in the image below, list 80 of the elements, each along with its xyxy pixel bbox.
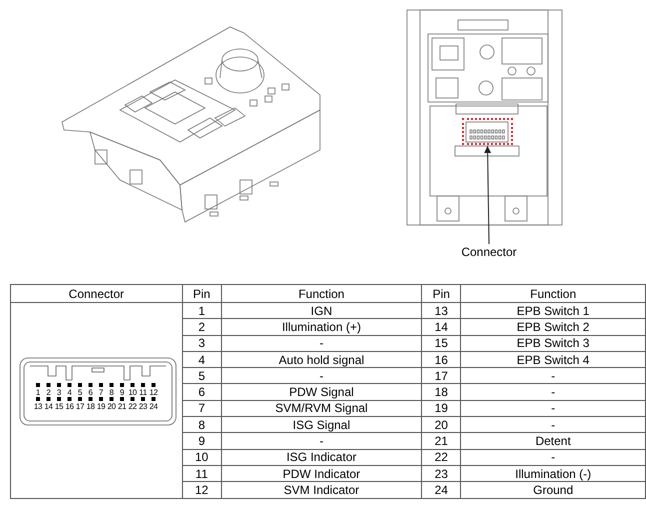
pin-number: 1 — [198, 304, 205, 318]
function-text: SVM Indicator — [284, 482, 360, 497]
pin-number: 14 — [434, 320, 448, 334]
pin-number: 2 — [198, 320, 205, 334]
function-text: ISG Signal — [292, 418, 350, 432]
pin-number: 3 — [56, 388, 62, 397]
function-text: - — [551, 385, 556, 400]
function-text: ISG Indicator — [286, 450, 356, 464]
pin-number: 16 — [434, 352, 448, 367]
column-header: Function — [298, 286, 344, 300]
pin-number: 20 — [106, 402, 117, 411]
pin-number: 18 — [434, 385, 448, 400]
function-text: EPB Switch 3 — [516, 336, 590, 350]
pin-number: 11 — [195, 466, 208, 481]
column-header: Pin — [432, 286, 450, 300]
pin-number: 6 — [198, 385, 205, 400]
function-text: EPB Switch 4 — [516, 352, 590, 367]
function-text: Ground — [533, 482, 574, 497]
pin-number: 3 — [198, 336, 205, 350]
pin-number: 20 — [434, 418, 448, 432]
function-text: Auto hold signal — [278, 352, 364, 367]
pin-number: 17 — [74, 402, 86, 411]
pin-number: 15 — [434, 336, 448, 350]
function-text: IGN — [310, 304, 332, 318]
function-text: - — [319, 368, 324, 383]
function-text: Detent — [535, 434, 571, 448]
pin-number: 6 — [87, 388, 94, 397]
pin-number: 1 — [34, 388, 42, 397]
function-text: EPB Switch 1 — [516, 304, 590, 318]
function-text: - — [551, 368, 556, 383]
pin-number: 12 — [148, 388, 159, 397]
pin-number: 11 — [138, 388, 148, 397]
pin-number: 19 — [434, 401, 448, 416]
pin-number: 10 — [194, 450, 208, 464]
pin-number: 12 — [194, 482, 208, 497]
pin-number: 9 — [198, 434, 205, 448]
pin-number: 24 — [434, 482, 448, 497]
pin-number: 13 — [32, 402, 44, 411]
pin-number: 14 — [43, 402, 54, 411]
pin-number: 18 — [85, 402, 96, 411]
pin-number: 21 — [116, 402, 128, 411]
pin-number: 23 — [434, 466, 448, 481]
pin-number: 9 — [118, 388, 126, 397]
pin-number: 5 — [198, 368, 205, 383]
column-header: Pin — [192, 286, 210, 300]
function-text: PDW Signal — [289, 385, 354, 400]
function-text: - — [319, 434, 324, 448]
connector-highlight — [462, 118, 513, 145]
pin-number: 22 — [434, 450, 448, 464]
pin-number: 21 — [434, 434, 448, 448]
function-text: - — [551, 418, 556, 432]
pin-number: 4 — [198, 352, 205, 367]
pin-number: 22 — [127, 402, 138, 411]
function-text: Illumination (-) — [515, 466, 592, 481]
pin-number: 7 — [98, 388, 104, 397]
column-header: Function — [530, 286, 576, 300]
function-text: EPB Switch 2 — [516, 320, 590, 334]
pin-number: 15 — [54, 402, 64, 411]
pin-number: 17 — [434, 368, 448, 383]
pin-number: 10 — [127, 388, 138, 397]
pin-number: 7 — [198, 401, 205, 416]
function-text: - — [319, 336, 324, 350]
pin-number: 19 — [96, 402, 106, 411]
pin-number: 24 — [148, 402, 159, 411]
part-label: Connector — [459, 244, 519, 260]
pin-number: 2 — [45, 388, 52, 397]
function-text: - — [551, 401, 556, 416]
pin-number: 23 — [138, 402, 148, 411]
function-text: Illumination (+) — [282, 320, 361, 334]
leader-line — [484, 146, 492, 244]
pin-number: 8 — [198, 418, 205, 432]
pin-number: 8 — [108, 388, 115, 397]
pin-number: 5 — [76, 388, 84, 397]
pin-number: 13 — [434, 304, 448, 318]
pin-number: 16 — [64, 402, 75, 411]
column-header: Connector — [68, 286, 124, 300]
function-text: SVM/RVM Signal — [275, 401, 368, 416]
function-text: PDW Indicator — [282, 466, 360, 481]
function-text: - — [551, 450, 556, 464]
pin-number: 4 — [66, 388, 73, 397]
